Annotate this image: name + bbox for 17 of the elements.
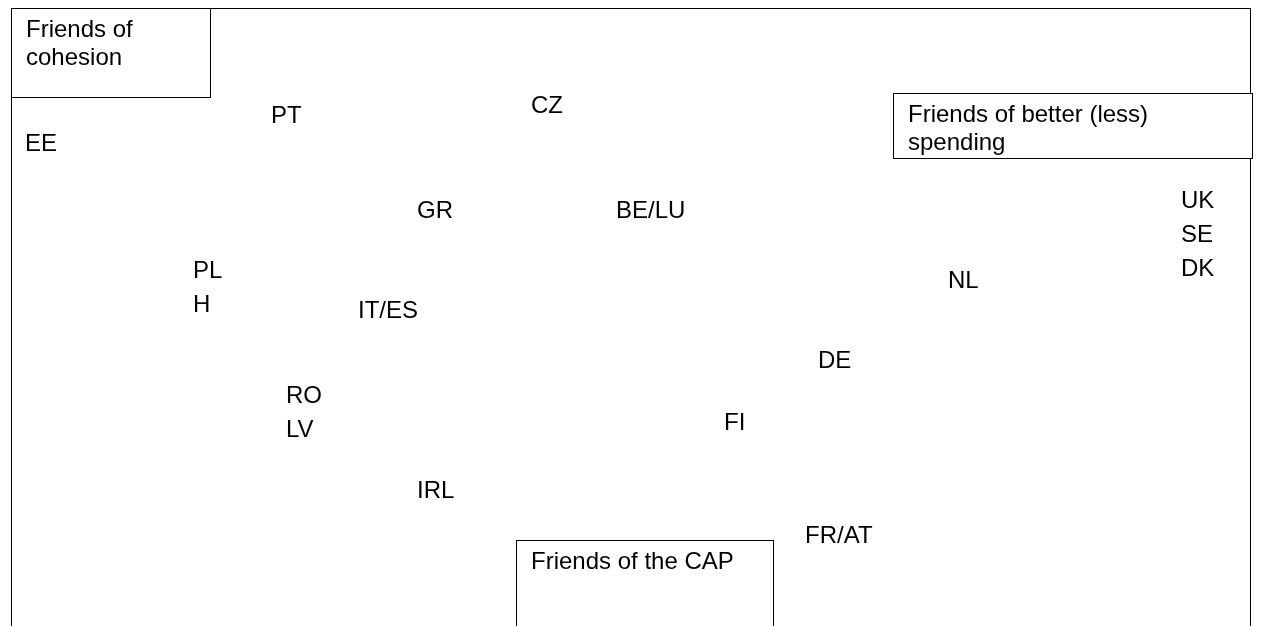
country-label: IRL [417,475,456,505]
country-label: UK SE DK [1181,185,1216,283]
country-label: RO LV [286,380,323,444]
group-box: Friends of better (less) spending [893,93,1253,159]
country-label: PL H [193,255,223,319]
country-label: CZ [531,90,564,120]
country-label: NL [948,265,980,295]
group-box: Friends of cohesion [11,8,211,98]
group-box: Friends of the CAP [516,540,774,626]
country-label: BE/LU [616,195,687,225]
country-label: IT/ES [358,295,419,325]
country-label: DE [818,345,853,375]
country-label: PT [271,100,303,130]
country-label: FR/AT [805,520,874,550]
country-label: GR [417,195,454,225]
country-label: FI [724,407,747,437]
country-label: EE [25,128,58,158]
